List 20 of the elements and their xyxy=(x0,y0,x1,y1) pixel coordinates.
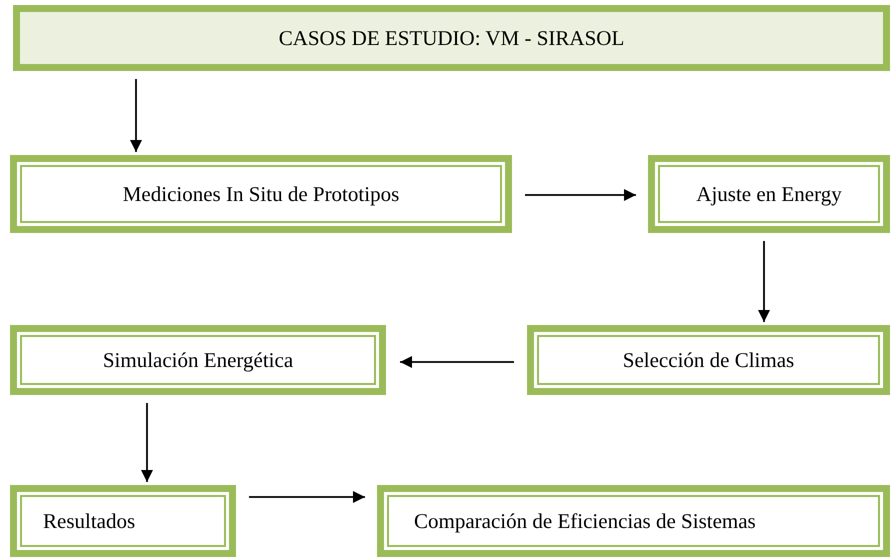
box-text: Comparación de Eficiencias de Sistemas xyxy=(414,508,756,534)
process-box xyxy=(377,485,890,557)
process-box xyxy=(10,155,512,233)
arrow xyxy=(525,189,636,201)
arrow xyxy=(400,356,514,368)
process-box xyxy=(10,325,386,395)
arrow xyxy=(249,491,365,503)
arrow xyxy=(758,241,770,322)
arrow xyxy=(130,79,142,152)
process-box xyxy=(648,155,890,233)
box-text: Mediciones In Situ de Prototipos xyxy=(122,182,400,206)
process-box xyxy=(10,485,236,557)
arrow xyxy=(141,403,153,482)
box-text: Resultados xyxy=(43,508,136,534)
box-text: Selección de Climas xyxy=(622,348,794,372)
box-text: Ajuste en Energy xyxy=(696,182,842,206)
process-box xyxy=(527,325,890,395)
box-text: CASOS DE ESTUDIO: VM - SIRASOL xyxy=(278,26,624,50)
box-text: Simulación Energética xyxy=(102,348,294,372)
title-box xyxy=(13,5,890,71)
